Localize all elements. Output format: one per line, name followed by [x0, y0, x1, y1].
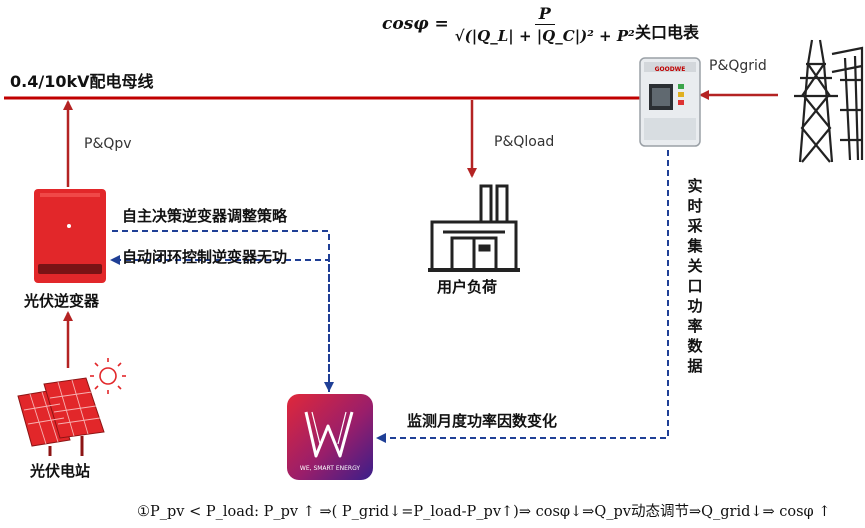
bus-label: 0.4/10kV配电母线 — [10, 72, 154, 91]
pv-inverter-icon — [34, 189, 106, 283]
realtime-data-vertical-label: 实时采集关口功率数据 — [686, 176, 704, 376]
realtime-vertical-char: 功 — [687, 297, 703, 315]
control-feedback-dashed-line — [110, 255, 330, 392]
monitor-label: 监测月度功率因数变化 — [407, 412, 558, 430]
strategy-label-1: 自主决策逆变器调整策略 — [122, 207, 288, 225]
realtime-vertical-char: 采 — [687, 217, 703, 235]
formula-lhs: cosφ = — [382, 14, 449, 34]
inverter-label: 光伏逆变器 — [24, 292, 100, 310]
control-dashed-line-to-platform — [112, 230, 334, 392]
meter-brand-text: GOODWE — [655, 66, 686, 73]
formula-numerator: P — [534, 4, 555, 25]
pq-pv-label: P&Qpv — [84, 136, 132, 152]
realtime-vertical-char: 时 — [687, 197, 703, 215]
meter-data-dashed-line — [376, 150, 669, 443]
realtime-vertical-char: 数 — [687, 337, 703, 355]
pq-load-label: P&Qload — [494, 134, 555, 150]
solar-panels-icon — [17, 377, 105, 456]
sun-icon — [90, 358, 126, 394]
transmission-tower-icon — [794, 39, 864, 163]
factory-load-icon — [428, 184, 520, 272]
platform-caption-text: WE, SMART ENERGY — [300, 465, 361, 472]
power-factor-formula: cosφ = P √(|Q_L| + |Q_C|)² + P² — [382, 4, 635, 45]
realtime-vertical-char: 口 — [687, 277, 703, 295]
realtime-vertical-char: 关 — [687, 257, 703, 275]
realtime-vertical-char: 实 — [687, 177, 703, 195]
smart-energy-platform-icon: WE, SMART ENERGY — [287, 394, 373, 480]
user-load-label: 用户负荷 — [437, 278, 498, 296]
realtime-vertical-char: 据 — [687, 357, 703, 375]
realtime-vertical-char: 率 — [687, 317, 703, 335]
gateway-meter-icon: GOODWE — [639, 57, 701, 147]
realtime-vertical-char: 集 — [687, 237, 703, 255]
pv-station-label: 光伏电站 — [30, 462, 91, 480]
strategy-label-2: 自动闭环控制逆变器无功 — [122, 248, 288, 266]
formula-fraction: P √(|Q_L| + |Q_C|)² + P² — [455, 4, 635, 45]
meter-label: 关口电表 — [635, 23, 700, 42]
pq-grid-label: P&Qgrid — [709, 58, 767, 74]
bottom-logic-formula: ①P_pv < P_load: P_pv ↑ ⇒( P_grid↓=P_load… — [137, 504, 831, 520]
formula-denominator: √(|Q_L| + |Q_C|)² + P² — [454, 27, 635, 45]
